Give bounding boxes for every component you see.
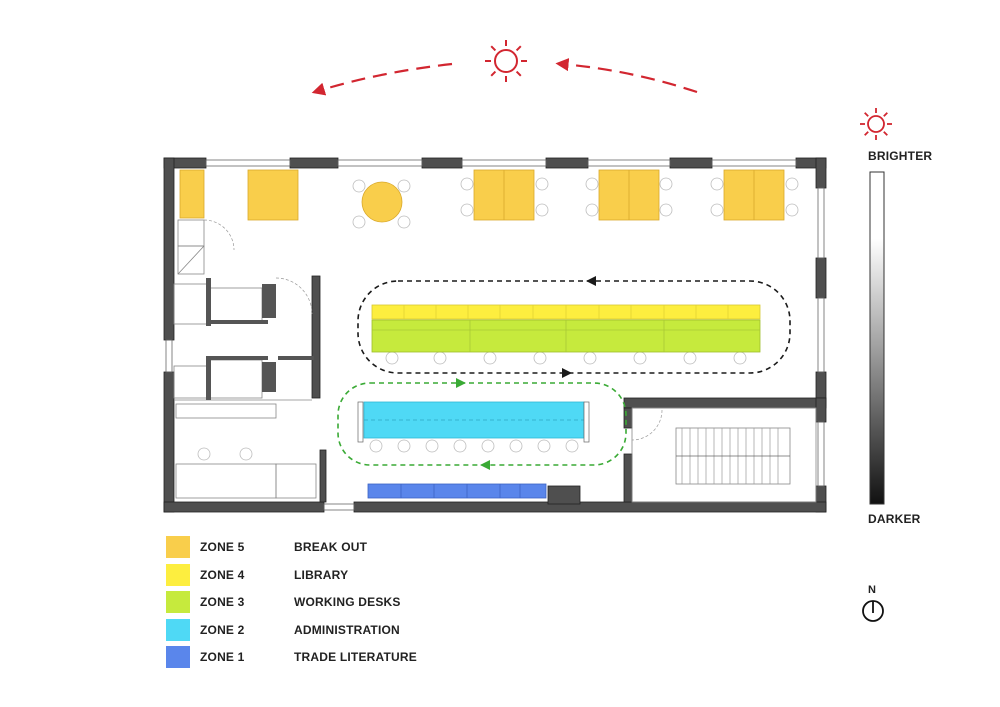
- circulation-arrow-west-icon: [586, 276, 596, 286]
- zone-4-label: LIBRARY: [294, 567, 349, 582]
- light-gradient-bar: [869, 171, 885, 505]
- door-swings: [203, 219, 663, 441]
- zone-3-swatch: [166, 591, 190, 613]
- zone-legend: ZONE 5 BREAK OUT ZONE 4 LIBRARY ZONE 3 W…: [166, 536, 486, 674]
- legend-row-zone-2: ZONE 2 ADMINISTRATION: [166, 618, 486, 641]
- stair-treads: [676, 428, 790, 484]
- zone-1-id: ZONE 1: [200, 650, 245, 664]
- sun-path: [311, 58, 698, 96]
- zone-5-breakout-tables: [179, 169, 785, 223]
- zone-5-id: ZONE 5: [200, 540, 245, 554]
- toilet-walls: [206, 278, 314, 400]
- legend-row-zone-3: ZONE 3 WORKING DESKS: [166, 591, 486, 613]
- zone-2-id: ZONE 2: [200, 622, 245, 637]
- zone-3-id: ZONE 3: [200, 595, 245, 609]
- admin-arrow-west-icon: [480, 460, 490, 470]
- zone-4-swatch: [166, 563, 190, 586]
- zone-2-swatch: [166, 618, 190, 641]
- zone-1-trade-literature-shelf: [367, 483, 547, 499]
- legend-row-zone-5: ZONE 5 BREAK OUT: [166, 536, 486, 558]
- zone-1-label: TRADE LITERATURE: [294, 650, 417, 664]
- sun-small-icon: [860, 108, 892, 140]
- zone-5-swatch: [166, 536, 190, 558]
- zone-3-working-desks: [371, 319, 761, 353]
- circulation-loop-main: [357, 280, 791, 374]
- zone-2-label: ADMINISTRATION: [294, 622, 400, 637]
- zone-2-administration-desks: [357, 401, 590, 443]
- zone-4-library-shelf: [371, 304, 761, 320]
- legend-row-zone-4: ZONE 4 LIBRARY: [166, 563, 486, 586]
- north-compass-icon: [862, 600, 884, 622]
- zone-3-label: WORKING DESKS: [294, 595, 401, 609]
- north-label: N: [868, 584, 876, 596]
- legend-row-zone-1: ZONE 1 TRADE LITERATURE: [166, 646, 486, 668]
- zone-4-id: ZONE 4: [200, 567, 245, 582]
- building-walls: [163, 157, 827, 513]
- windows: [165, 159, 825, 511]
- zone-1-swatch: [166, 646, 190, 668]
- circulation-arrow-east-icon: [562, 368, 572, 378]
- zone-5-label: BREAK OUT: [294, 540, 368, 554]
- darker-label: DARKER: [868, 512, 921, 526]
- brighter-label: BRIGHTER: [868, 149, 933, 163]
- admin-arrow-east-icon: [456, 378, 466, 388]
- sun-icon: [485, 40, 527, 82]
